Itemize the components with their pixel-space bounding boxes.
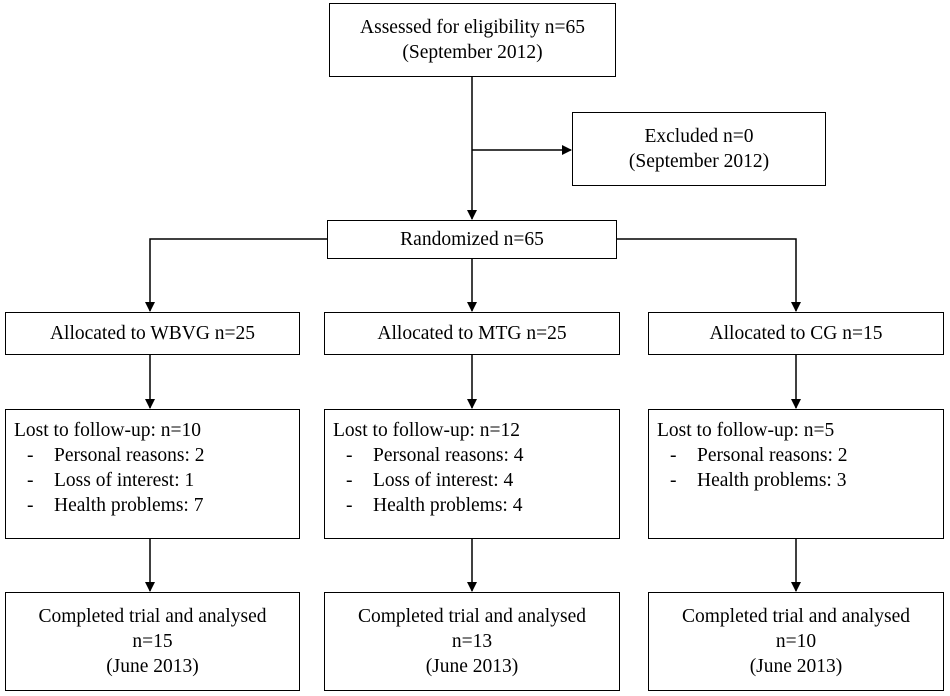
reason-text: Personal reasons: 2 — [697, 445, 848, 466]
connector-randomized-wbvg — [145, 238, 327, 312]
reason-text: Health problems: 7 — [54, 495, 204, 516]
randomized-label: Randomized n=65 — [400, 229, 544, 250]
excluded-line2: (September 2012) — [628, 151, 770, 172]
assessed-line2: (September 2012) — [402, 42, 543, 63]
connector-randomized-cg — [617, 238, 801, 312]
lost-reasons-mtg: -Personal reasons: 4 -Loss of interest: … — [333, 443, 619, 518]
list-item: -Health problems: 7 — [14, 493, 299, 518]
completed-line3-mtg: (June 2013) — [425, 656, 519, 677]
allocated-label-mtg: Allocated to MTG n=25 — [377, 323, 567, 344]
completed-box-cg: Completed trial and analysed n=10 (June … — [648, 592, 944, 691]
bullet-dash: - — [670, 445, 677, 466]
excluded-box: Excluded n=0 (September 2012) — [572, 112, 826, 186]
excluded-line1: Excluded n=0 — [644, 126, 754, 147]
list-item: -Personal reasons: 4 — [333, 443, 619, 468]
completed-line1-cg: Completed trial and analysed — [682, 606, 910, 627]
completed-line2-wbvg: n=15 — [132, 631, 173, 652]
completed-line2-cg: n=10 — [775, 631, 817, 652]
list-item: -Loss of interest: 4 — [333, 468, 619, 493]
completed-line1-wbvg: Completed trial and analysed — [38, 606, 267, 627]
lost-title-cg: Lost to follow-up: n=5 — [657, 420, 835, 441]
bullet-dash: - — [670, 470, 677, 491]
completed-line3-wbvg: (June 2013) — [106, 656, 199, 677]
lost-box-cg: Lost to follow-up: n=5 -Personal reasons… — [648, 409, 944, 539]
bullet-dash: - — [27, 445, 34, 466]
allocated-box-mtg: Allocated to MTG n=25 — [324, 312, 620, 355]
randomized-box: Randomized n=65 — [327, 220, 617, 259]
bullet-dash: - — [346, 470, 353, 491]
reason-text: Personal reasons: 4 — [373, 445, 524, 466]
reason-text: Personal reasons: 2 — [54, 445, 205, 466]
list-item: -Health problems: 4 — [333, 493, 619, 518]
lost-reasons-cg: -Personal reasons: 2 -Health problems: 3 — [657, 443, 943, 493]
lost-title-wbvg: Lost to follow-up: n=10 — [14, 420, 202, 441]
lost-box-wbvg: Lost to follow-up: n=10 -Personal reason… — [5, 409, 300, 539]
completed-box-mtg: Completed trial and analysed n=13 (June … — [324, 592, 620, 691]
reason-text: Loss of interest: 1 — [54, 470, 195, 491]
allocated-box-cg: Allocated to CG n=15 — [648, 312, 944, 355]
allocated-label-cg: Allocated to CG n=15 — [709, 323, 883, 344]
bullet-dash: - — [27, 470, 34, 491]
list-item: -Loss of interest: 1 — [14, 468, 299, 493]
reason-text: Loss of interest: 4 — [373, 470, 514, 491]
lost-title-mtg: Lost to follow-up: n=12 — [333, 420, 521, 441]
lost-reasons-wbvg: -Personal reasons: 2 -Loss of interest: … — [14, 443, 299, 518]
lost-box-mtg: Lost to follow-up: n=12 -Personal reason… — [324, 409, 620, 539]
completed-box-wbvg: Completed trial and analysed n=15 (June … — [5, 592, 300, 691]
reason-text: Health problems: 3 — [697, 470, 847, 491]
reason-text: Health problems: 4 — [373, 495, 523, 516]
bullet-dash: - — [346, 495, 353, 516]
bullet-dash: - — [27, 495, 34, 516]
bullet-dash: - — [346, 445, 353, 466]
assessed-line1: Assessed for eligibility n=65 — [360, 17, 585, 38]
allocated-label-wbvg: Allocated to WBVG n=25 — [49, 323, 256, 344]
list-item: -Health problems: 3 — [657, 468, 943, 493]
completed-line3-cg: (June 2013) — [749, 656, 843, 677]
completed-line1-mtg: Completed trial and analysed — [358, 606, 586, 627]
allocated-box-wbvg: Allocated to WBVG n=25 — [5, 312, 300, 355]
completed-line2-mtg: n=13 — [451, 631, 493, 652]
list-item: -Personal reasons: 2 — [657, 443, 943, 468]
list-item: -Personal reasons: 2 — [14, 443, 299, 468]
assessed-box: Assessed for eligibility n=65 (September… — [329, 3, 616, 77]
